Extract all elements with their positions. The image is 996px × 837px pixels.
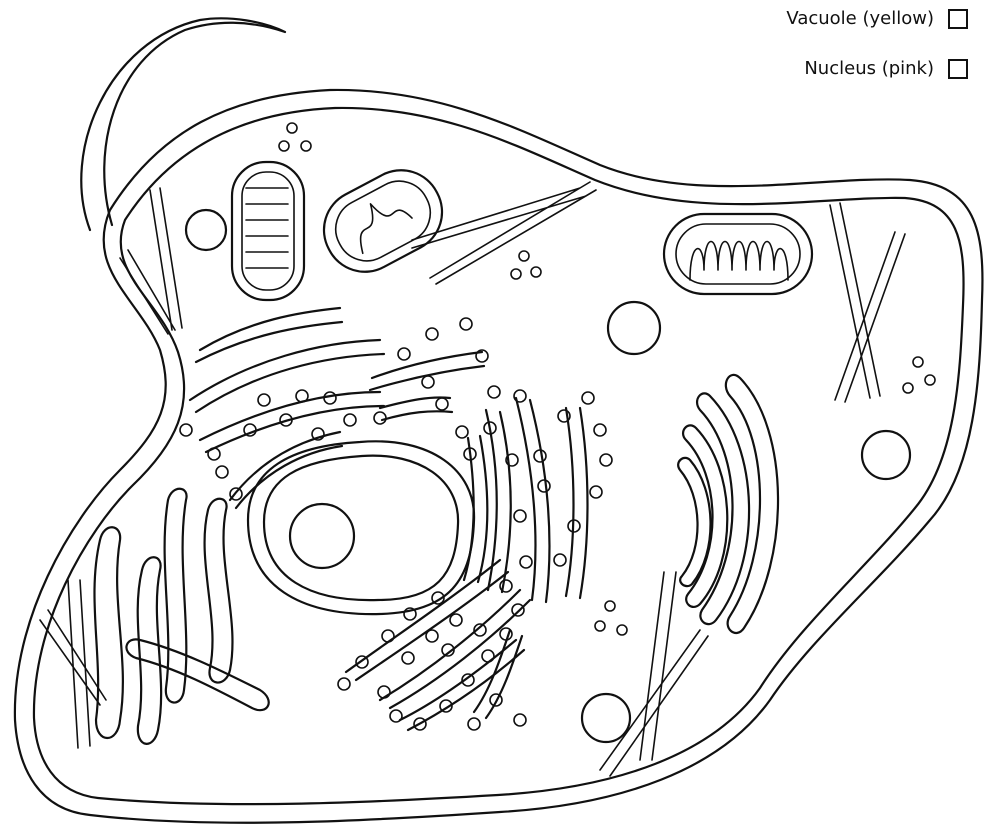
mitochondrion-2	[310, 156, 456, 286]
smooth-endoplasmic-reticulum	[94, 489, 268, 744]
mitochondrion-3	[664, 214, 812, 294]
ribosomes	[180, 318, 612, 730]
vacuole	[582, 694, 630, 742]
rough-endoplasmic-reticulum	[180, 308, 612, 730]
vacuole	[862, 431, 910, 479]
nuclear-envelope-inner	[264, 456, 458, 600]
mitochondrion-1	[232, 162, 304, 300]
golgi-apparatus	[678, 375, 778, 633]
vacuole	[608, 302, 660, 354]
nucleolus	[290, 504, 354, 568]
vacuole	[186, 210, 226, 250]
flagellum	[81, 18, 285, 230]
